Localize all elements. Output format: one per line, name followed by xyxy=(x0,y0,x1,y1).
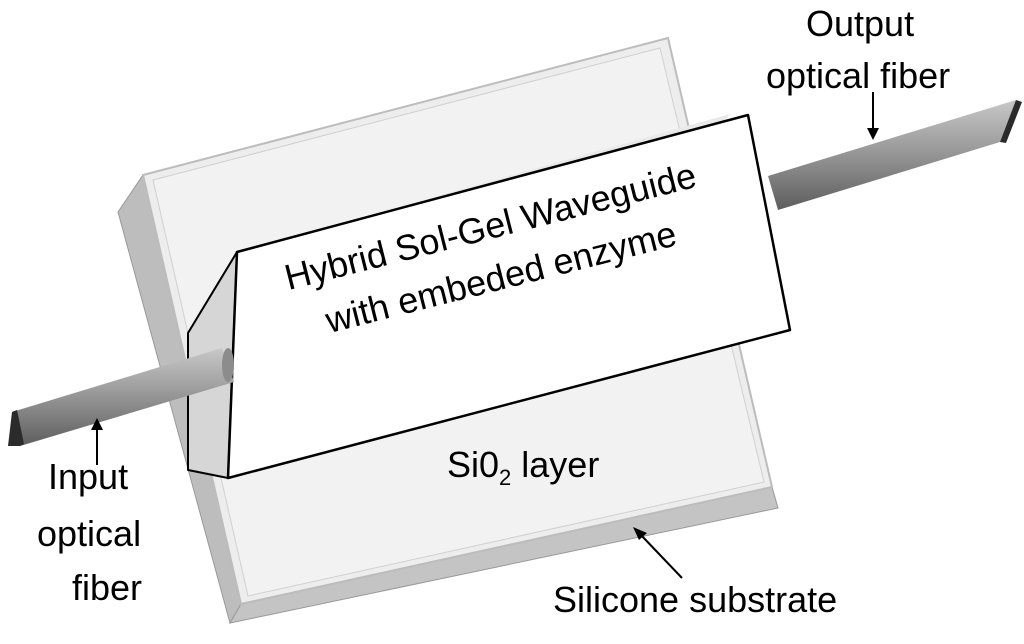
substrate-arrow xyxy=(633,527,683,579)
output-fiber-arrow xyxy=(867,92,879,140)
input-fiber-label-line3: fiber xyxy=(72,567,143,608)
input-fiber-label-line2: optical xyxy=(37,513,142,554)
input-fiber-end xyxy=(222,348,234,382)
input-fiber-arrow xyxy=(91,418,103,465)
sio2-label-subscript: 2 xyxy=(499,465,512,490)
output-fiber-label-line2: optical fiber xyxy=(766,55,951,96)
output-fiber-label-line1: Output xyxy=(806,3,915,44)
input-fiber-tip xyxy=(8,410,24,446)
sio2-layer-label: Si02 layer xyxy=(447,447,599,489)
output-optical-fiber xyxy=(768,100,1022,210)
input-fiber-label-line1: Input xyxy=(48,456,129,497)
substrate-label: Silicone substrate xyxy=(553,579,838,620)
sio2-label-suffix: layer xyxy=(511,444,600,485)
output-fiber-tip xyxy=(1000,100,1022,143)
sol-gel-waveguide xyxy=(187,113,792,480)
sio2-label-prefix: Si0 xyxy=(447,444,500,485)
input-optical-fiber xyxy=(8,348,234,446)
waveguide-front-face xyxy=(226,113,792,480)
